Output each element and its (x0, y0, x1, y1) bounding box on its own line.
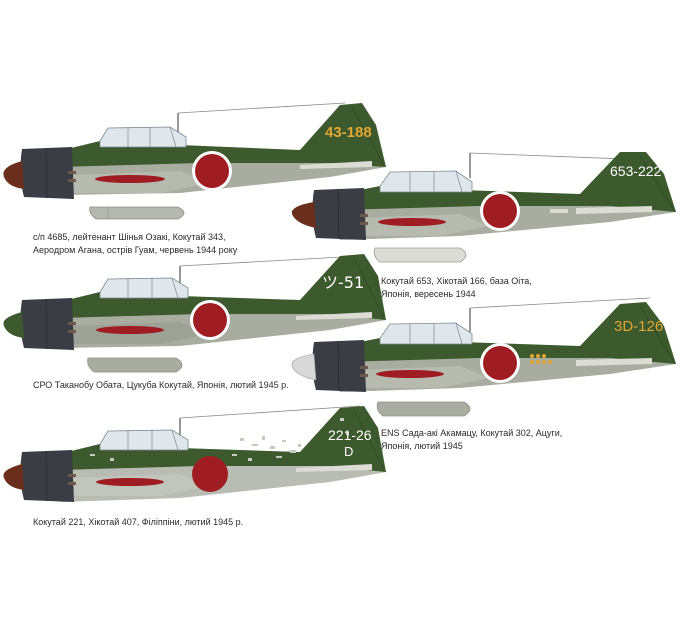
caption-3: СРО Таканобу Обата, Цукуба Кокутай, Япон… (33, 379, 289, 392)
paint-chipping (90, 418, 349, 461)
aircraft-profile-2: 653-222 (291, 152, 676, 263)
caption-4: ENS Сада-акі Акамацу, Кокутай 302, Ацуги… (381, 427, 562, 453)
caption-4-line-2: Японія, лютий 1945 (381, 441, 463, 451)
caption-2-line-2: Японія, вересень 1944 (381, 289, 476, 299)
tail-code-1: 43-188 (325, 124, 372, 141)
tail-code-2: 653-222 (610, 163, 662, 179)
aircraft-profile-3: ツ-51 (3, 254, 386, 373)
tail-code-3: ツ-51 (322, 273, 364, 292)
caption-1: с/п 4685, лейтенант Шінья Озакі, Кокутай… (33, 231, 237, 257)
caption-1-line-2: Аеродром Агана, острів Гуам, червень 194… (33, 245, 238, 255)
tail-code-5-line-2: D (344, 444, 353, 459)
caption-3-line-1: СРО Таканобу Обата, Цукуба Кокутай, Япон… (33, 380, 289, 390)
tail-code-5: 221-26 (328, 427, 372, 443)
victory-marks (530, 354, 552, 364)
aircraft-profile-1: 43-188 (3, 102, 386, 220)
aircraft-profile-5: 221-26 D (3, 405, 386, 502)
caption-1-line-1: с/п 4685, лейтенант Шінья Озакі, Кокутай… (33, 232, 226, 242)
caption-2: Кокутай 653, Хікотай 166, база Оіта, Япо… (381, 275, 532, 301)
caption-5-line-1: Кокутай 221, Хікотай 407, Філіппіни, лют… (33, 517, 244, 527)
caption-5: Кокутай 221, Хікотай 407, Філіппіни, лют… (33, 516, 243, 529)
tail-code-4: 3D-126 (614, 318, 663, 335)
caption-2-line-1: Кокутай 653, Хікотай 166, база Оіта, (381, 276, 532, 286)
caption-4-line-1: ENS Сада-акі Акамацу, Кокутай 302, Ацуги… (381, 428, 563, 438)
aircraft-profile-4: 3D-126 (291, 297, 676, 417)
